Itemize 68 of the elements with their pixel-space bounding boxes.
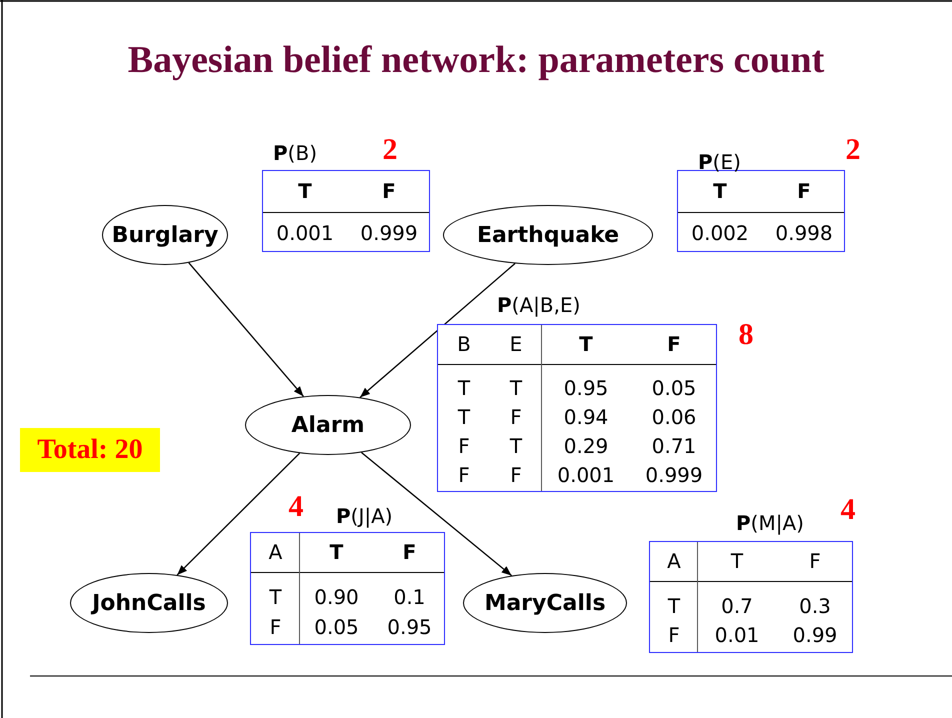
row-label: F: [509, 404, 523, 428]
variable-name: JohnCalls: [92, 590, 206, 616]
probability-value: 0.29: [562, 434, 610, 458]
column-header: T: [712, 179, 728, 203]
probability-value: 0.01: [714, 622, 760, 646]
probability-value: 0.002: [690, 221, 750, 245]
probability-value: 0.998: [774, 221, 834, 245]
probability-value: 0.05: [650, 376, 698, 400]
column-header: T: [578, 332, 594, 356]
arrow: [176, 452, 300, 576]
table-heading: P(A|B,E): [497, 293, 580, 317]
row-label: F: [457, 434, 471, 458]
column-header: A: [666, 549, 682, 573]
table-heading: P(J|A): [336, 504, 393, 528]
probability-value: 0.94: [562, 404, 610, 428]
variable-name: Earthquake: [476, 222, 620, 248]
probability-value: 0.95: [562, 376, 610, 400]
parameter-count: 4: [288, 492, 304, 522]
parameter-count: 2: [846, 135, 860, 165]
variable-name: MaryCalls: [484, 590, 606, 616]
probability-value: 0.1: [392, 585, 426, 609]
probability-value: 0.90: [313, 585, 360, 609]
row-label: T: [268, 585, 283, 609]
row-label: T: [508, 376, 524, 400]
column-header: E: [508, 332, 524, 356]
arrow: [360, 262, 516, 398]
probability-value: 0.999: [359, 221, 419, 245]
probability-value: 0.3: [798, 594, 832, 618]
row-label: F: [667, 622, 681, 646]
probability-value: 0.71: [650, 434, 698, 458]
parameter-count: 8: [738, 320, 754, 350]
row-label: T: [456, 404, 472, 428]
row-label: T: [456, 376, 472, 400]
table-heading: P(E): [698, 150, 741, 174]
probability-value: 0.06: [650, 404, 698, 428]
probability-value: 0.05: [313, 615, 360, 639]
row-label: T: [508, 434, 524, 458]
slide-title: Bayesian belief network: parameters count: [126, 38, 826, 82]
column-header: F: [381, 179, 397, 203]
column-header: A: [268, 540, 284, 564]
probability-value: 0.95: [386, 615, 433, 639]
parameter-count: 4: [840, 495, 856, 525]
column-header: T: [297, 179, 313, 203]
row-label: F: [268, 615, 282, 639]
row-label: F: [457, 462, 471, 486]
variable-name: Alarm: [291, 412, 365, 438]
variable-name: Burglary: [112, 222, 218, 248]
column-header: F: [796, 179, 812, 203]
row-label: T: [666, 594, 682, 618]
column-header: B: [456, 332, 472, 356]
arrow: [188, 262, 304, 397]
column-header: F: [808, 549, 822, 573]
column-header: F: [402, 540, 418, 564]
column-header: T: [730, 549, 744, 573]
column-header: F: [666, 332, 682, 356]
table-heading: P(B): [273, 141, 317, 165]
parameter-count: 2: [382, 135, 398, 165]
row-label: F: [509, 462, 523, 486]
column-header: T: [328, 540, 344, 564]
probability-value: 0.001: [275, 221, 335, 245]
arrow: [361, 452, 512, 576]
probability-value: 0.999: [644, 462, 704, 486]
table-heading: P(M|A): [736, 511, 804, 535]
probability-value: 0.7: [720, 594, 754, 618]
total-count: Total: 20: [37, 434, 143, 466]
probability-value: 0.99: [792, 622, 838, 646]
total-box: [20, 428, 160, 472]
probability-value: 0.001: [556, 462, 616, 486]
